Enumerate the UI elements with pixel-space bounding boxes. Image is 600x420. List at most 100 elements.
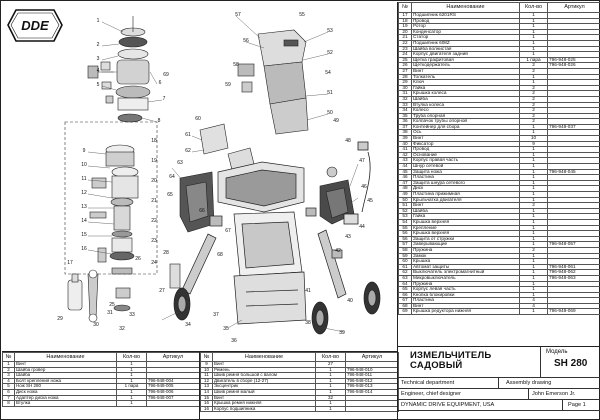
cell-num: 16 <box>200 405 213 413</box>
title-block: ИЗМЕЛЬЧИТЕЛЬ САДОВЫЙ Модель SH 280 Techn… <box>397 346 600 420</box>
model-label: Модель <box>546 349 568 355</box>
col-header-name: Наименование <box>411 2 520 13</box>
callout-number: 12 <box>81 190 87 196</box>
callout-number: 24 <box>151 260 157 266</box>
exploded-view-drawing: DDE <box>2 2 398 350</box>
callout-number: 22 <box>151 218 157 224</box>
motor-assembly-box <box>64 121 158 275</box>
cell-qty: 1 <box>315 405 346 413</box>
cell-name: Втулка <box>14 400 117 407</box>
cell-article: 796-948-014 <box>345 389 399 396</box>
callout-number: 56 <box>243 38 249 44</box>
callout-number: 23 <box>151 238 157 244</box>
callout-number: 42 <box>335 248 341 254</box>
callout-number: 6 <box>159 80 162 86</box>
callout-number: 26 <box>135 256 141 262</box>
callout-number: 46 <box>361 184 367 190</box>
cell-article <box>547 252 600 260</box>
main-housing <box>217 161 307 325</box>
cell-article <box>547 297 600 304</box>
callout-number: 41 <box>305 288 311 294</box>
tools-parts <box>67 263 181 323</box>
callout-number: 5 <box>97 82 100 88</box>
callout-number: 53 <box>327 28 333 34</box>
cell-article <box>345 394 399 402</box>
callout-number: 69 <box>163 72 169 78</box>
leader-lines <box>87 15 359 333</box>
model-name: SH 280 <box>554 358 588 369</box>
col-header-name: Наименование <box>14 352 117 362</box>
callout-number: 9 <box>83 148 86 154</box>
cord-and-switch <box>343 141 371 225</box>
col-header-qty: Кол-во <box>519 2 548 13</box>
col-header-qty: Кол-во <box>116 352 147 362</box>
side-housings <box>179 166 355 233</box>
callout-number: 1 <box>97 18 100 24</box>
col-header-qty: Кол-во <box>315 352 346 362</box>
callout-number: 51 <box>327 90 333 96</box>
cell-article <box>547 17 600 25</box>
gearbox-stack <box>87 16 151 123</box>
col-header-name: Наименование <box>212 352 316 362</box>
cell-article <box>547 23 600 30</box>
cell-name: Корпус подшипника <box>212 405 316 413</box>
callout-number: 33 <box>129 312 135 318</box>
callout-number: 25 <box>109 302 115 308</box>
cell-article: 796-948-061 <box>547 263 600 271</box>
callout-number: 40 <box>347 298 353 304</box>
callout-number: 28 <box>163 250 169 256</box>
cell-article: 796-948-062 <box>547 269 600 276</box>
callout-number: 30 <box>93 322 99 328</box>
callout-number: 50 <box>327 110 333 116</box>
engineer-role: Engineer, chief designer <box>401 391 462 397</box>
logo-text: DDE <box>21 18 49 33</box>
cell-article <box>547 286 600 293</box>
callout-number: 14 <box>81 218 87 224</box>
callout-number: 58 <box>233 62 239 68</box>
callout-number: 44 <box>359 224 365 230</box>
callout-number: 17 <box>67 260 73 266</box>
callout-number: 31 <box>107 310 113 316</box>
drawing-type: Assembly drawing <box>506 380 552 386</box>
callout-number: 16 <box>81 246 87 252</box>
col-header-article: Артикул <box>146 352 200 362</box>
cell-article <box>547 118 600 125</box>
callout-number: 45 <box>367 198 373 204</box>
motor-assembly <box>89 144 139 263</box>
cell-article <box>345 400 399 407</box>
callout-number: 47 <box>359 158 365 164</box>
callout-number: 32 <box>119 326 125 332</box>
cell-num: 8 <box>2 400 15 407</box>
col-header-num: № <box>200 352 213 362</box>
callout-number: 61 <box>185 132 191 138</box>
cell-article <box>547 107 600 114</box>
cover-parts <box>199 29 309 171</box>
col-header-num: № <box>398 2 412 13</box>
cell-article <box>547 84 600 92</box>
callout-number: 36 <box>231 338 237 344</box>
